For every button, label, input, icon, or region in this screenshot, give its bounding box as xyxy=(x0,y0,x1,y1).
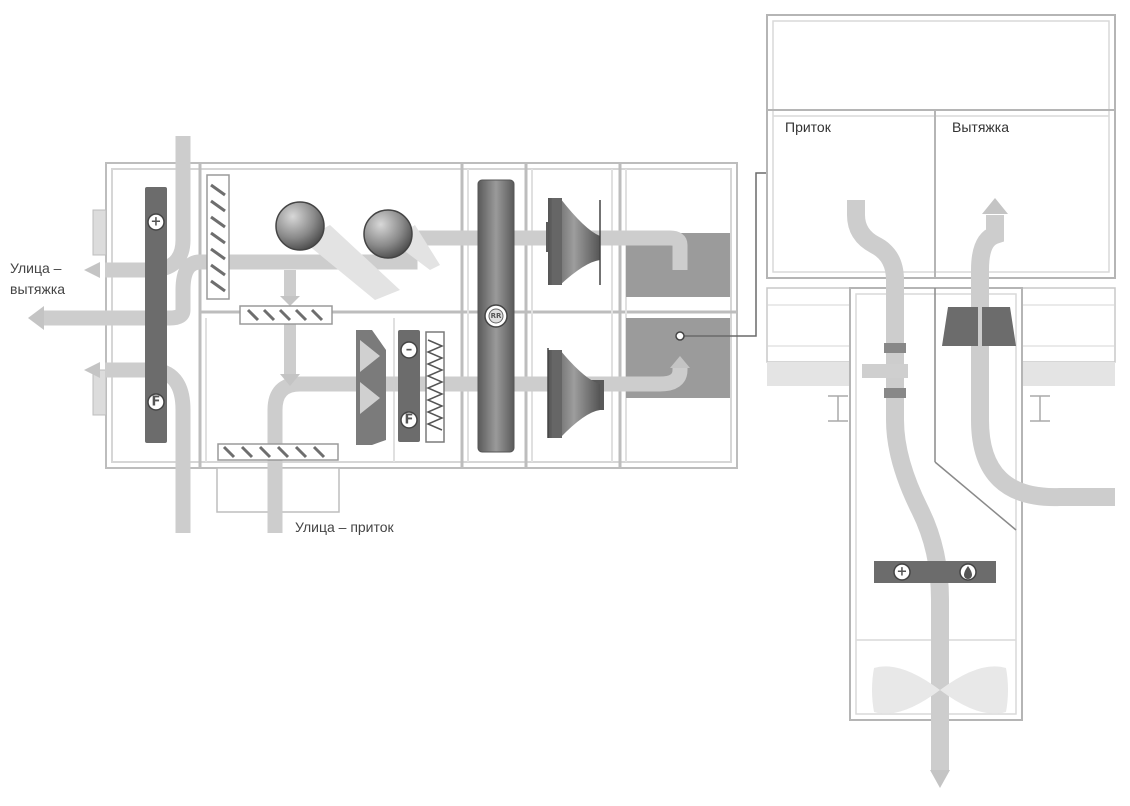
building-ducts xyxy=(847,200,1115,770)
duct-clamp xyxy=(884,388,906,398)
building xyxy=(766,14,1116,721)
label-exhaust-room: Вытяжка xyxy=(952,119,1009,135)
heater-symbol: + xyxy=(151,215,162,230)
drop-icon xyxy=(964,566,972,579)
rotary-recuperator: RR xyxy=(477,179,515,453)
supply-section: – F xyxy=(356,330,445,445)
damper-vertical xyxy=(206,174,230,300)
duct-clamp xyxy=(884,343,906,353)
exhaust-arrow-down xyxy=(930,770,950,788)
label-street-exhaust-1: Улица – xyxy=(10,260,62,276)
recuperator-symbol: RR xyxy=(491,312,502,320)
filter-symbol-supply: F xyxy=(405,413,414,428)
label-street-supply: Улица – приток xyxy=(295,519,395,535)
air-handling-unit xyxy=(92,162,738,513)
cooler-symbol: – xyxy=(406,343,413,358)
heater-symbol-shaft: + xyxy=(897,565,908,580)
damper-horizontal-middle xyxy=(239,305,333,325)
label-street-exhaust-2: вытяжка xyxy=(10,281,65,297)
damper-horizontal-bottom xyxy=(217,443,339,461)
label-supply-room: Приток xyxy=(785,119,832,135)
filter-symbol-left: F xyxy=(152,395,161,410)
exhaust-arrow-up xyxy=(982,198,1008,214)
bag-filters xyxy=(275,201,440,300)
exhaust-arrows xyxy=(28,262,690,386)
exhaust-fan xyxy=(546,198,601,285)
duct-heater-humidifier: + xyxy=(874,561,996,583)
supply-fan xyxy=(547,348,604,438)
plate-heat-exchanger: + F xyxy=(145,187,167,443)
exhaust-grille xyxy=(942,307,1016,346)
shaft-fan xyxy=(872,666,1008,714)
